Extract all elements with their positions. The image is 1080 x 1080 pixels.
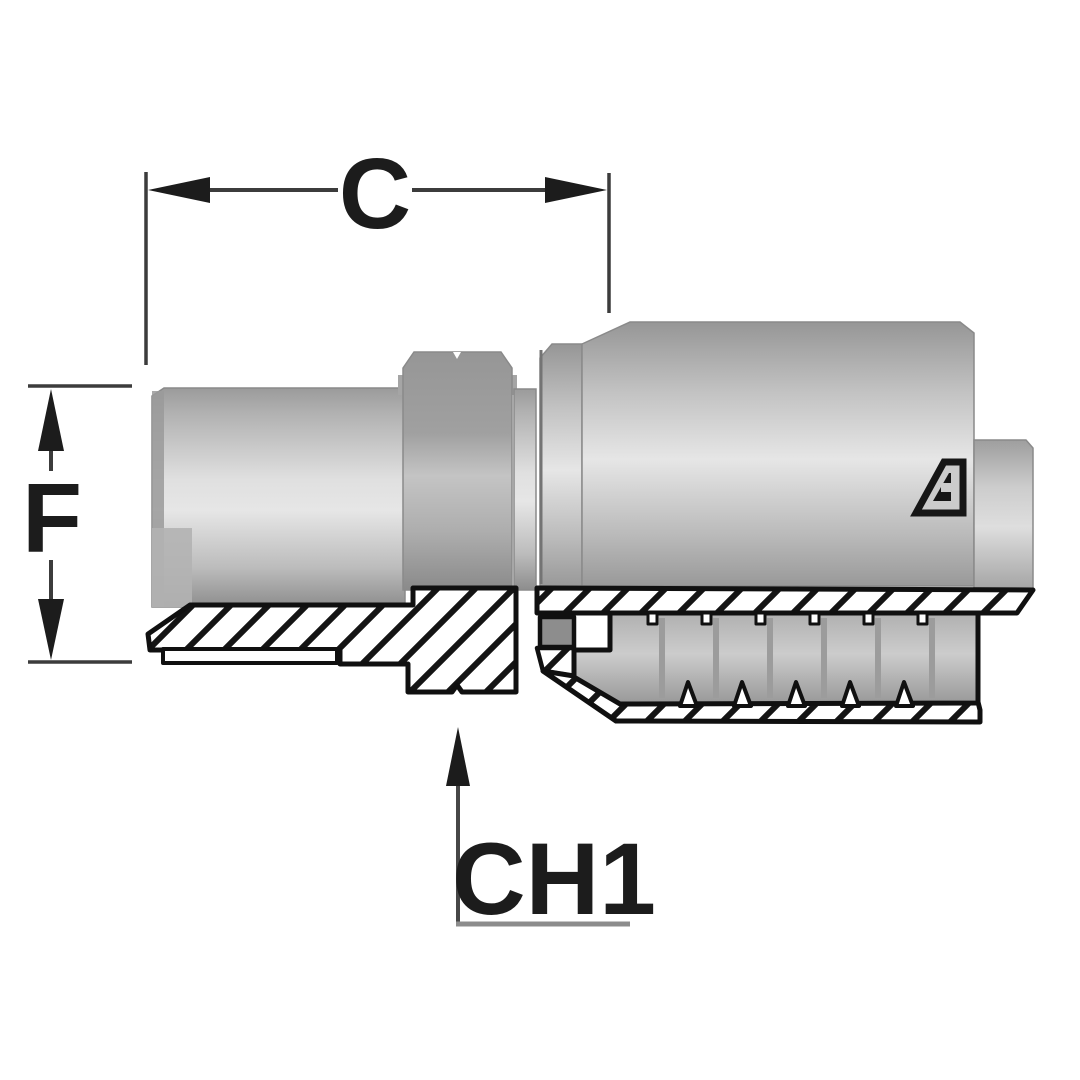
serration-top-notches [646, 611, 929, 626]
ferrule-rear-band [539, 343, 583, 587]
hose-end-block [537, 614, 577, 650]
dimension-ch1 [446, 727, 630, 927]
dim-c-label: C [339, 138, 411, 250]
nipple-section-hatch [145, 585, 519, 695]
ferrule-wall-top-hatch [534, 585, 1036, 616]
logo-outer-triangle [910, 458, 967, 517]
dim-f-arrow-up [38, 389, 64, 451]
manufacturer-logo-icon [910, 458, 967, 517]
dim-f-label: F [22, 463, 82, 573]
hex-nut-ledge-left [398, 375, 405, 395]
nipple-bore-strip [161, 647, 339, 665]
section-cutaway [145, 585, 1036, 725]
hex-nut [402, 351, 513, 591]
dim-f-arrow-down [38, 599, 64, 660]
dimension-c [144, 172, 611, 365]
dim-c-arrow-left [148, 177, 210, 203]
nipple-collar [513, 388, 537, 591]
fitting-body [151, 321, 1034, 608]
logo-notch [941, 483, 953, 492]
dim-c-arrow-right [545, 177, 607, 203]
dimension-f [28, 384, 132, 664]
serration-teeth-block [571, 610, 981, 707]
hex-nut-corner-notch [453, 352, 461, 359]
teeth-seams [659, 618, 935, 698]
dim-ch1-label: CH1 [452, 822, 656, 936]
hose-tail-stub [973, 439, 1034, 591]
thread-end-lower-step [152, 528, 192, 607]
serration-bottom-notches [678, 680, 915, 708]
ferrule-socket [581, 321, 975, 587]
hex-nut-ledge-right [510, 375, 517, 395]
ch1-arrow-up [446, 727, 470, 786]
